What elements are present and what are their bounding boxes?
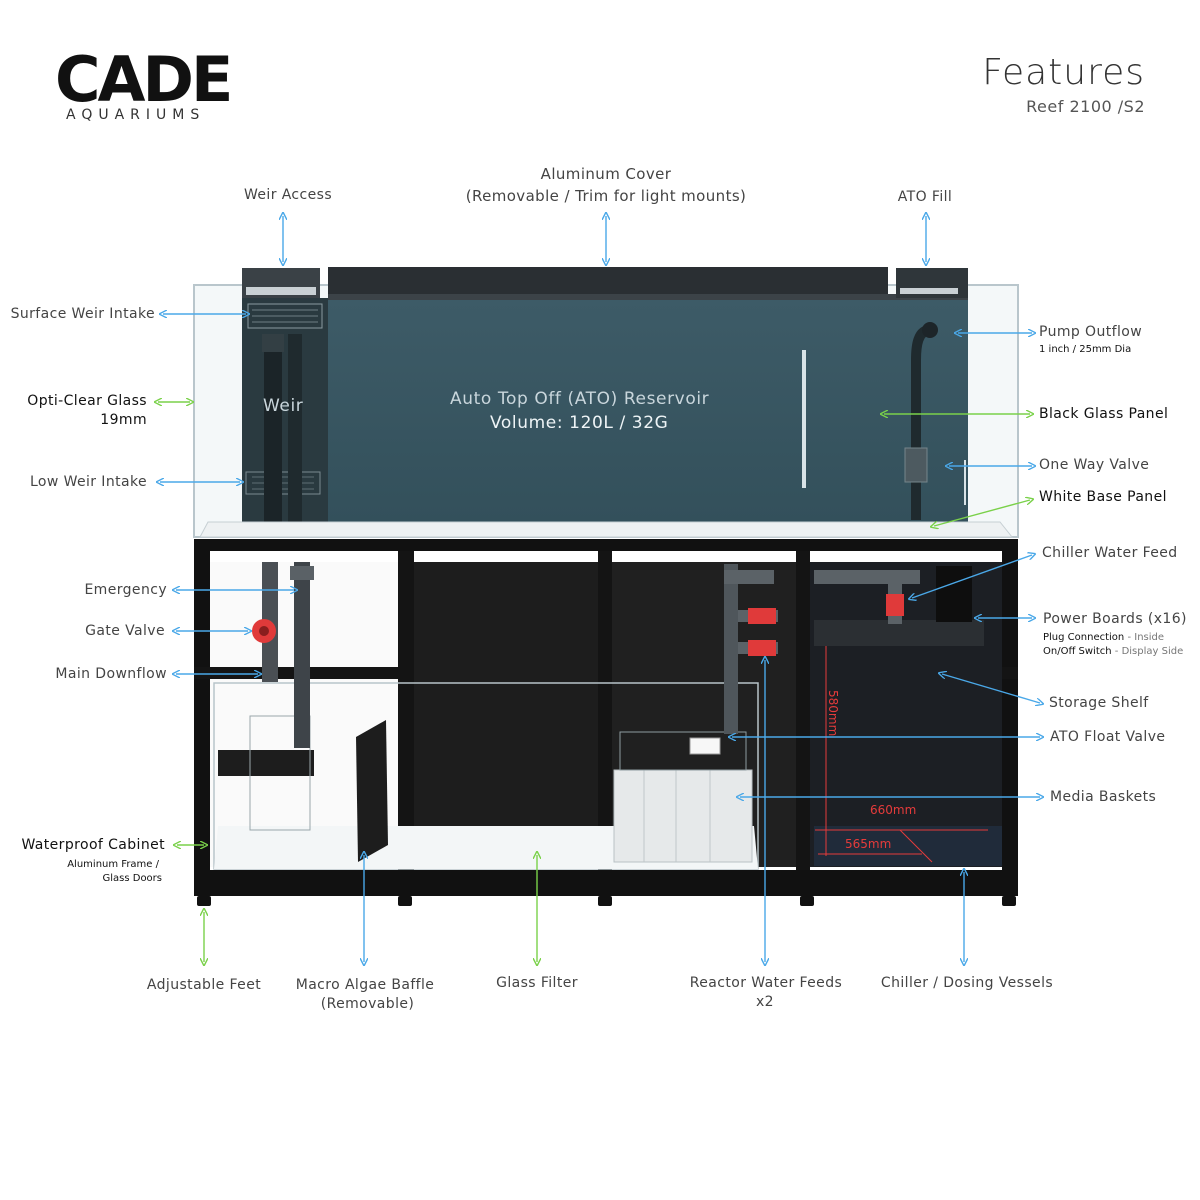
plug-connection-note: - Inside [1127,632,1165,643]
label-power-boards: Power Boards (x16) [1043,611,1187,627]
label-chiller-dosing-vessels: Chiller / Dosing Vessels [880,975,1054,991]
label-onoff-switch: On/Off Switch - Display Side [1043,646,1183,657]
label-media-baskets: Media Baskets [1050,789,1157,805]
reservoir-volume: Volume: 120L / 32G [490,413,669,433]
display-tank [193,267,1019,538]
page-title: Features [982,52,1145,93]
label-main-downflow: Main Downflow [55,666,167,682]
label-macro-algae-baffle-note: (Removable) [320,996,415,1012]
label-reactor-water-feeds-note: x2 [756,994,774,1010]
label-opti-clear-glass: Opti-Clear Glass [27,393,147,409]
label-pump-outflow-note: 1 inch / 25mm Dia [1039,344,1132,355]
reservoir-title: Auto Top Off (ATO) Reservoir [450,389,710,409]
brand-tagline: AQUARIUMS [66,107,206,123]
onoff-switch-text: On/Off Switch [1043,646,1112,657]
label-reactor-water-feeds: Reactor Water Feeds [689,975,843,991]
label-one-way-valve: One Way Valve [1039,457,1150,473]
label-white-base-panel: White Base Panel [1039,489,1167,505]
label-aluminum-cover: Aluminum Cover [540,165,672,183]
label-weir-access: Weir Access [243,187,333,203]
label-adjustable-feet: Adjustable Feet [146,977,262,993]
dimension-lines [815,646,988,863]
label-macro-algae-baffle: Macro Algae Baffle [295,977,435,993]
onoff-switch-note: - Display Side [1114,646,1184,657]
label-storage-shelf: Storage Shelf [1049,695,1149,711]
label-pump-outflow: Pump Outflow [1039,324,1143,340]
label-gate-valve: Gate Valve [85,623,165,639]
label-glass-filter: Glass Filter [496,975,578,991]
label-surface-weir-intake: Surface Weir Intake [10,306,155,322]
label-plug-connection: Plug Connection - Inside [1043,632,1164,643]
label-emergency: Emergency [84,582,167,598]
label-aluminum-cover-note: (Removable / Trim for light mounts) [465,187,747,205]
dimension-depth: 565mm [845,837,892,851]
weir-label: Weir [263,396,304,416]
brand-logo: CADE [55,43,233,116]
label-waterproof-cabinet-note1: Aluminum Frame / [67,859,159,870]
callout-arrows-green [158,402,1030,962]
label-low-weir-intake: Low Weir Intake [29,474,147,490]
label-ato-float-valve: ATO Float Valve [1050,729,1166,745]
callout-arrows-blue [160,216,1040,962]
label-opti-clear-glass-note: 19mm [100,412,147,428]
label-black-glass-panel: Black Glass Panel [1039,406,1169,422]
label-waterproof-cabinet: Waterproof Cabinet [21,837,165,853]
dimension-height: 580mm [826,690,840,737]
sump [213,562,920,870]
model-name: Reef 2100 /S2 [1026,97,1145,116]
label-waterproof-cabinet-note2: Glass Doors [102,873,162,884]
label-chiller-water-feed: Chiller Water Feed [1042,545,1178,561]
plug-connection-text: Plug Connection [1043,632,1125,643]
label-ato-fill: ATO Fill [897,189,953,205]
dimension-width: 660mm [870,803,917,817]
